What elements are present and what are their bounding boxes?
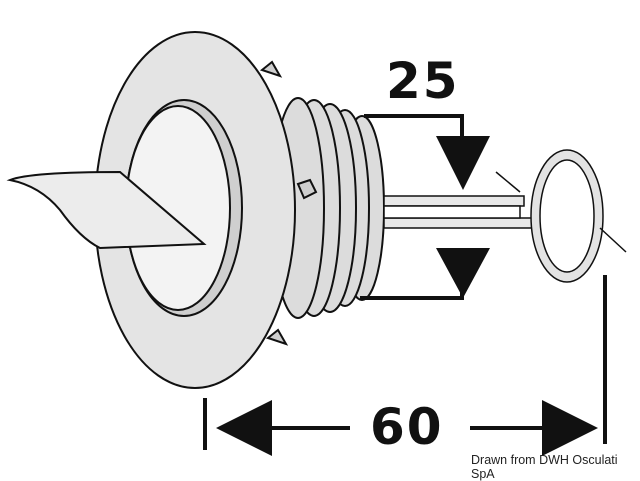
flange (94, 31, 318, 389)
lever-handle (6, 170, 207, 250)
dimension-label-25: 25 (386, 52, 460, 110)
retaining-ring (495, 149, 627, 283)
dimension-label-60: 60 (370, 398, 444, 456)
dimension-60-lines (203, 275, 607, 456)
credit-caption: Drawn from DWH Osculati SpA (471, 453, 618, 481)
dimension-25-lines (360, 114, 490, 300)
